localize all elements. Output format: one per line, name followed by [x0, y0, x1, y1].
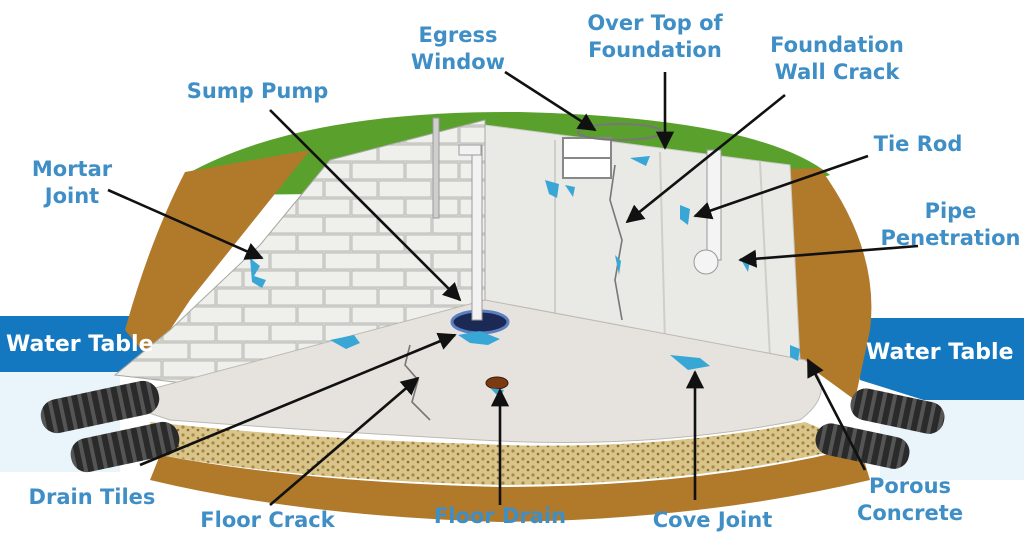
soil-left: [125, 150, 310, 360]
label-tie-rod: Tie Rod: [868, 131, 968, 158]
wall-seam-3: [759, 161, 771, 358]
drain-tile-left-1: [40, 380, 160, 434]
arrow-pipe-penetration: [738, 244, 919, 268]
label-porous-concrete-line-1: Porous: [868, 474, 952, 498]
sump-pipe-discharge: [432, 117, 440, 219]
label-cove-joint: Cove Joint: [640, 507, 785, 534]
arrow-tie-rod: [693, 154, 869, 220]
label-mortar-joint: Mortar Joint: [22, 156, 122, 210]
sump-pipe-top: [458, 144, 482, 156]
label-water-table-right: Water Table: [866, 340, 1014, 365]
label-over-top-line-2: Foundation: [588, 38, 722, 62]
label-porous-concrete: Porous Concrete: [845, 473, 975, 527]
wall-seam-2: [659, 151, 666, 343]
label-floor-drain: Floor Drain: [425, 503, 575, 530]
wall-crack-line: [609, 164, 623, 321]
label-drain-tiles: Drain Tiles: [22, 484, 162, 511]
floor-drain-grate: [485, 376, 509, 390]
label-pipe-penetration: Pipe Penetration: [878, 198, 1023, 252]
arrow-porous-concrete: [806, 358, 867, 471]
arrow-egress-window: [504, 70, 597, 132]
label-floor-crack-text: Floor Crack: [200, 508, 335, 532]
pipe-elbow: [693, 249, 719, 275]
drain-tile-left-2: [70, 421, 180, 473]
label-sump-pump: Sump Pump: [180, 78, 335, 105]
label-pipe-penetration-line-1: Pipe: [924, 199, 977, 223]
label-cove-joint-text: Cove Joint: [652, 508, 773, 532]
water-table-left-band: [0, 316, 160, 378]
arrow-sump-pump: [269, 109, 462, 302]
label-floor-drain-text: Floor Drain: [433, 504, 567, 528]
label-floor-crack: Floor Crack: [200, 507, 335, 534]
label-over-top-line-1: Over Top of: [587, 11, 723, 35]
water-table-right-band: [850, 318, 1024, 402]
label-egress-window-line-2: Window: [410, 50, 506, 74]
floor-slab: [108, 299, 822, 443]
label-mortar-joint-line-2: Joint: [44, 184, 100, 208]
label-foundation-crack-line-1: Foundation: [770, 33, 904, 57]
sump-pipe: [471, 144, 483, 321]
label-tie-rod-text: Tie Rod: [873, 132, 963, 156]
label-egress-window: Egress Window: [408, 22, 508, 76]
arrow-mortar-joint: [107, 188, 264, 260]
label-porous-concrete-line-2: Concrete: [856, 501, 964, 525]
label-sump-pump-text: Sump Pump: [186, 79, 329, 103]
label-water-table-left: Water Table: [6, 332, 154, 357]
callout-arrows: [107, 70, 919, 506]
label-pipe-penetration-line-2: Penetration: [880, 226, 1021, 250]
arrow-floor-crack: [269, 376, 420, 506]
pipe-vertical: [706, 149, 722, 261]
label-over-top-of-foundation: Over Top of Foundation: [575, 10, 735, 64]
label-foundation-wall-crack: Foundation Wall Crack: [762, 32, 912, 86]
drain-tile-right-1: [850, 388, 945, 434]
label-egress-window-line-1: Egress: [418, 23, 498, 47]
drain-tile-right-2: [815, 423, 910, 469]
label-drain-tiles-text: Drain Tiles: [28, 485, 156, 509]
gravel-base: [150, 422, 860, 485]
arrow-drain-tiles: [139, 332, 457, 467]
label-foundation-crack-line-2: Wall Crack: [774, 60, 900, 84]
label-mortar-joint-line-1: Mortar: [31, 157, 113, 181]
arrow-foundation-crack: [625, 93, 786, 224]
soil-under: [150, 447, 870, 522]
